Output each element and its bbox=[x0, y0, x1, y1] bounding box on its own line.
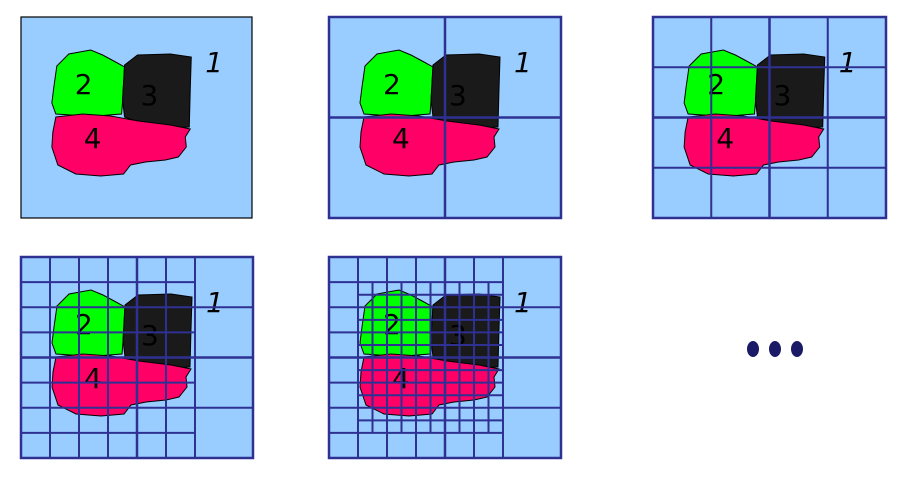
ellipsis-dot bbox=[769, 341, 781, 357]
region-2-label: 2 bbox=[707, 68, 725, 101]
region-3-shape bbox=[430, 53, 501, 129]
region-3-shape bbox=[754, 53, 826, 129]
region-4-shape bbox=[359, 113, 500, 177]
region-2-shape bbox=[359, 49, 434, 118]
region-3-label: 3 bbox=[140, 79, 158, 112]
quadtree-grid bbox=[329, 257, 561, 458]
region-2-label: 2 bbox=[383, 308, 401, 341]
region-3-shape bbox=[122, 293, 193, 369]
region-1-label: 1 bbox=[205, 46, 223, 79]
panel-border bbox=[651, 15, 888, 220]
region-3-label: 3 bbox=[774, 79, 792, 112]
panel-border bbox=[20, 16, 253, 219]
region-1-label: 1 bbox=[206, 286, 224, 319]
region-4-label: 4 bbox=[716, 122, 734, 155]
region-2-label: 2 bbox=[75, 68, 93, 101]
ellipsis-dots-icon bbox=[747, 341, 803, 357]
stage-panel-4: 2 3 4 1 bbox=[19, 255, 255, 460]
panel-border bbox=[19, 255, 255, 460]
quadtree-grid bbox=[653, 17, 887, 218]
quadtree-grid bbox=[329, 17, 561, 218]
region-4-label: 4 bbox=[84, 122, 102, 155]
region-3-label: 3 bbox=[141, 319, 159, 352]
region-4-label: 4 bbox=[84, 362, 102, 395]
region-2-shape bbox=[51, 49, 126, 118]
ellipsis-dot bbox=[791, 341, 803, 357]
ellipsis-dot bbox=[747, 341, 759, 357]
region-1-label: 1 bbox=[839, 46, 857, 79]
stage-panel-3: 2 3 4 1 bbox=[651, 15, 888, 220]
region-3-label: 3 bbox=[449, 79, 467, 112]
region-1-label: 1 bbox=[514, 46, 532, 79]
stage-panel-1: 2 3 4 1 bbox=[20, 16, 253, 219]
region-3-shape bbox=[122, 53, 192, 129]
region-4-shape bbox=[51, 113, 192, 177]
stage-panel-2: 2 3 4 1 bbox=[327, 15, 563, 220]
panel-border bbox=[327, 255, 563, 460]
quadtree-grid bbox=[21, 257, 253, 458]
region-3-label: 3 bbox=[449, 319, 467, 352]
region-2-label: 2 bbox=[383, 68, 401, 101]
region-4-shape bbox=[683, 113, 825, 177]
region-4-label: 4 bbox=[392, 122, 410, 155]
region-2-label: 2 bbox=[75, 308, 93, 341]
region-1-label: 1 bbox=[514, 286, 532, 319]
panel-border bbox=[327, 15, 563, 220]
